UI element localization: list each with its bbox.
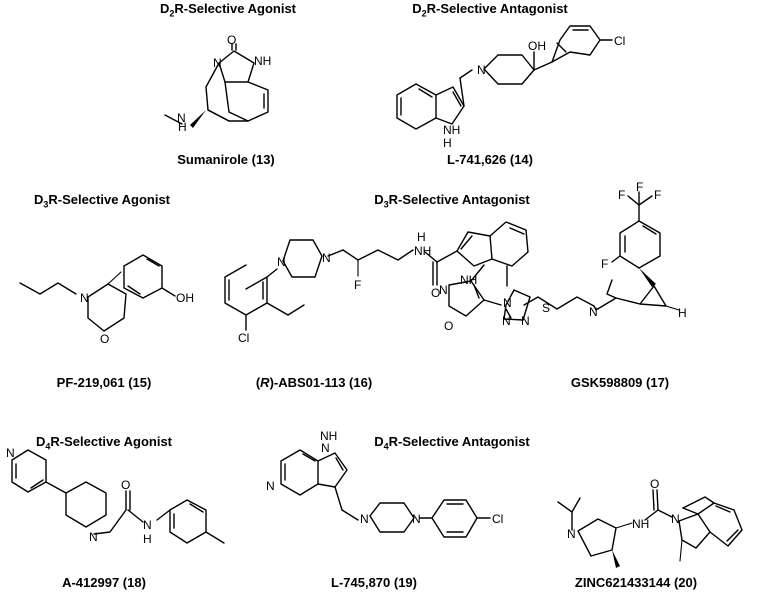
- atom-N: N: [521, 314, 530, 328]
- atom-N: N: [80, 291, 89, 305]
- atom-OH: OH: [176, 291, 194, 305]
- header-d2-antagonist: D2R-Selective Antagonist: [412, 1, 568, 19]
- atom-H: H: [178, 120, 187, 134]
- atom-N: N: [143, 518, 152, 532]
- atom-F: F: [354, 278, 361, 292]
- atom-NH: NH: [632, 517, 649, 531]
- atom-N: N: [412, 512, 421, 526]
- atom-N: N: [6, 446, 15, 460]
- atom-H: H: [417, 230, 426, 244]
- atom-N: N: [502, 314, 511, 328]
- atom-CF3-F: F: [618, 188, 625, 202]
- atom-CF3-F: F: [654, 188, 661, 202]
- atom-Cl: Cl: [614, 34, 625, 48]
- header-d4-agonist: D4R-Selective Agonist: [35, 434, 173, 452]
- atom-N: N: [277, 255, 286, 269]
- atom-N: N: [439, 283, 448, 297]
- atom-Cl: Cl: [238, 331, 249, 345]
- atom-OH: OH: [528, 39, 546, 53]
- atom-N: N: [567, 527, 576, 541]
- atom-Cl: Cl: [492, 512, 503, 526]
- compound-label-16: (R)-ABS01-113 (16): [255, 375, 373, 390]
- compound-label-13: Sumanirole (13): [177, 152, 275, 167]
- atom-N: N: [503, 296, 512, 310]
- atom-H: H: [678, 306, 687, 320]
- atom-F: F: [601, 257, 608, 271]
- atom-NH: NH: [414, 244, 431, 258]
- atom-N: N: [322, 251, 331, 265]
- atom-N: N: [477, 63, 486, 77]
- atom-N: N: [671, 512, 680, 526]
- structure-l741626: [396, 25, 613, 130]
- compound-label-14: L-741,626 (14): [447, 152, 533, 167]
- compound-label-18: A-412997 (18): [62, 575, 146, 590]
- atom-H: H: [443, 136, 452, 150]
- compound-label-19: L-745,870 (19): [331, 575, 417, 590]
- compound-label-15: PF-219,061 (15): [56, 375, 152, 390]
- atom-O: O: [227, 33, 236, 47]
- atom-NH: NH: [443, 123, 460, 137]
- atom-O: O: [431, 286, 440, 300]
- atom-N: N: [321, 441, 330, 455]
- atom-O: O: [100, 332, 109, 346]
- structure-zinc621433144: [557, 489, 743, 568]
- structure-abs01113: [224, 221, 529, 331]
- atom-H: H: [143, 532, 152, 546]
- atom-N: N: [589, 305, 598, 319]
- header-d3-agonist: D3R-Selective Agonist: [33, 192, 171, 210]
- atom-O: O: [650, 477, 659, 491]
- compound-label-17: GSK598809 (17): [570, 375, 670, 390]
- atom-NH: NH: [254, 54, 271, 68]
- atom-N: N: [177, 111, 186, 125]
- structure-gsk598809: [448, 191, 680, 321]
- structure-a412997: [11, 449, 225, 544]
- atom-O: O: [121, 478, 130, 492]
- atom-CF3-F: F: [636, 180, 643, 194]
- structure-pf219061: [19, 254, 176, 332]
- atom-N: N: [213, 56, 222, 70]
- atom-N: N: [360, 512, 369, 526]
- atom-NH: NH: [320, 429, 337, 443]
- header-d3-antagonist: D3R-Selective Antagonist: [374, 192, 530, 210]
- atom-O: O: [444, 319, 453, 333]
- atom-N: N: [266, 479, 275, 493]
- atom-NH: NH: [460, 273, 477, 287]
- atom-N: N: [89, 530, 98, 544]
- header-d2-agonist: D2R-Selective Agonist: [159, 1, 297, 19]
- structure-l745870: [280, 449, 491, 538]
- structure-sumanirole: [164, 43, 269, 128]
- atom-S: S: [542, 301, 550, 315]
- compound-label-20: ZINC621433144 (20): [574, 575, 698, 590]
- header-d4-antagonist: D4R-Selective Antagonist: [374, 434, 530, 452]
